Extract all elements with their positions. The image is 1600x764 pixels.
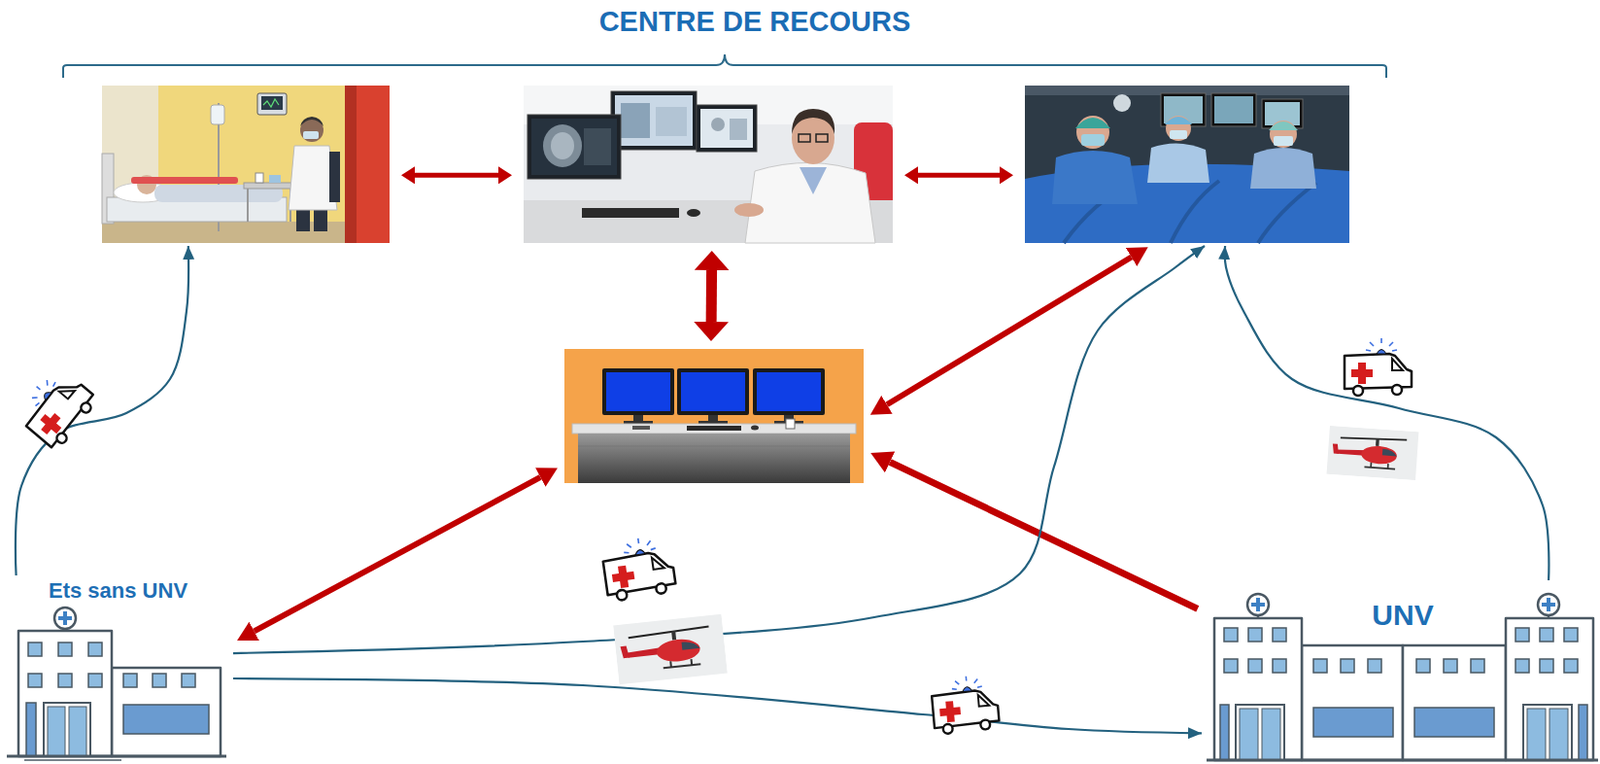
ambulance-icon	[12, 363, 101, 452]
teleconsultation-photo-illustration	[523, 85, 893, 243]
transport-route	[233, 245, 1205, 653]
recourse-centre-group: CENTRE DE RECOURS	[61, 0, 1389, 248]
link-arrow	[706, 270, 717, 322]
building-label: Ets sans UNV	[48, 578, 188, 603]
transport-route	[1225, 245, 1550, 580]
link-arrow	[414, 172, 499, 178]
helicopter-icon	[612, 613, 728, 684]
ambulance-icon	[1344, 338, 1412, 396]
angiography-photo-illustration	[1024, 85, 1350, 243]
group-title: CENTRE DE RECOURS	[599, 5, 912, 38]
link-arrow	[918, 172, 1000, 178]
transport-route	[233, 678, 1202, 733]
ward-photo	[102, 85, 390, 243]
ward-photo-illustration	[102, 85, 390, 243]
hospital-building-illustration	[4, 578, 231, 761]
angiography-photo	[1024, 85, 1350, 243]
ambulance-icon	[930, 673, 1001, 735]
link-arrow	[886, 256, 1132, 405]
ambulance-icon	[600, 534, 677, 603]
building-label: UNV	[1367, 598, 1437, 633]
stroke-unit-building: UNV	[1204, 582, 1600, 764]
regulation-desk	[564, 348, 864, 483]
link-arrow	[254, 476, 542, 631]
regulation-desk-illustration	[564, 348, 864, 483]
teleconsultation-photo	[523, 85, 893, 243]
hospital-building: Ets sans UNV	[4, 578, 231, 761]
link-arrow	[889, 461, 1198, 609]
helicopter-icon	[1327, 425, 1420, 480]
